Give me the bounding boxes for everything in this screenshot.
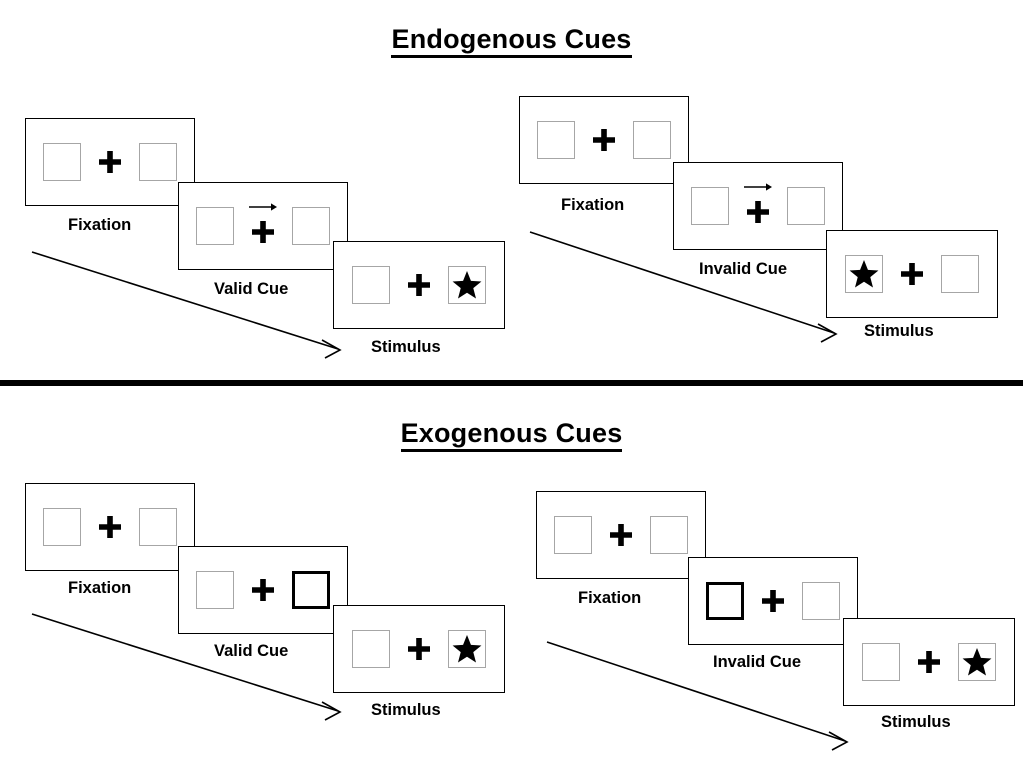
frame-content bbox=[43, 507, 177, 547]
left-placeholder-box bbox=[862, 643, 900, 681]
fixation-cross bbox=[95, 142, 125, 182]
left-placeholder-box bbox=[537, 121, 575, 159]
caption-exogenous-valid-fixation: Fixation bbox=[68, 579, 132, 597]
caption-endogenous-invalid-fixation: Fixation bbox=[561, 196, 625, 214]
flow-arrow-exogenous-invalid bbox=[546, 641, 849, 751]
arrow-right-icon bbox=[249, 203, 277, 211]
plus-icon bbox=[901, 263, 923, 285]
frame-endogenous-invalid-fixation bbox=[519, 96, 689, 184]
fixation-cross bbox=[95, 507, 125, 547]
section-title-exogenous-text: Exogenous Cues bbox=[400, 418, 623, 452]
fixation-cross bbox=[248, 570, 278, 610]
frame-endogenous-valid-stimulus bbox=[333, 241, 505, 329]
frame-exogenous-valid-stimulus bbox=[333, 605, 505, 693]
right-placeholder-box-with-target bbox=[958, 643, 996, 681]
plus-icon bbox=[252, 579, 274, 601]
plus-icon bbox=[408, 274, 430, 296]
caption-exogenous-valid-cue: Valid Cue bbox=[214, 642, 289, 660]
frame-content bbox=[862, 642, 996, 682]
frame-content bbox=[196, 203, 330, 246]
frame-exogenous-valid-cue bbox=[178, 546, 348, 634]
frame-exogenous-valid-fixation bbox=[25, 483, 195, 571]
frame-endogenous-invalid-cue bbox=[673, 162, 843, 250]
frame-content bbox=[706, 581, 840, 621]
right-placeholder-box bbox=[139, 508, 177, 546]
left-placeholder-box bbox=[691, 187, 729, 225]
star-icon bbox=[962, 647, 992, 676]
left-placeholder-box bbox=[196, 207, 234, 245]
fixation-cross bbox=[914, 642, 944, 682]
fixation-cross-with-cue bbox=[248, 203, 278, 246]
right-placeholder-box bbox=[292, 207, 330, 245]
left-placeholder-box bbox=[43, 508, 81, 546]
frame-content bbox=[554, 515, 688, 555]
right-placeholder-box bbox=[802, 582, 840, 620]
flow-arrow-endogenous-valid bbox=[31, 251, 342, 359]
frame-content bbox=[845, 254, 979, 294]
right-placeholder-box bbox=[787, 187, 825, 225]
left-placeholder-box-cued bbox=[706, 582, 744, 620]
fixation-cross bbox=[404, 265, 434, 305]
right-placeholder-box-with-target bbox=[448, 630, 486, 668]
frame-content bbox=[43, 142, 177, 182]
plus-icon bbox=[99, 151, 121, 173]
fixation-cross bbox=[606, 515, 636, 555]
section-title-endogenous-text: Endogenous Cues bbox=[391, 24, 632, 58]
frame-content bbox=[691, 183, 825, 226]
left-placeholder-box bbox=[352, 266, 390, 304]
right-placeholder-box-with-target bbox=[448, 266, 486, 304]
left-placeholder-box bbox=[43, 143, 81, 181]
star-icon bbox=[849, 259, 879, 288]
caption-endogenous-invalid-stimulus: Stimulus bbox=[864, 322, 934, 340]
frame-endogenous-valid-cue bbox=[178, 182, 348, 270]
frame-content bbox=[352, 265, 486, 305]
plus-icon bbox=[593, 129, 615, 151]
right-placeholder-box bbox=[650, 516, 688, 554]
plus-icon bbox=[747, 201, 769, 223]
left-placeholder-box bbox=[352, 630, 390, 668]
section-title-exogenous: Exogenous Cues bbox=[0, 418, 1023, 452]
fixation-cross bbox=[758, 581, 788, 621]
right-placeholder-box bbox=[139, 143, 177, 181]
caption-endogenous-valid-cue: Valid Cue bbox=[214, 280, 289, 298]
plus-icon bbox=[252, 221, 274, 243]
right-placeholder-box-cued bbox=[292, 571, 330, 609]
plus-icon bbox=[99, 516, 121, 538]
plus-icon bbox=[762, 590, 784, 612]
caption-endogenous-valid-fixation: Fixation bbox=[68, 216, 132, 234]
caption-exogenous-invalid-stimulus: Stimulus bbox=[881, 713, 951, 731]
left-placeholder-box-with-target bbox=[845, 255, 883, 293]
fixation-cross-with-cue bbox=[743, 183, 773, 226]
plus-icon bbox=[610, 524, 632, 546]
star-icon bbox=[452, 270, 482, 299]
left-placeholder-box bbox=[196, 571, 234, 609]
caption-exogenous-invalid-fixation: Fixation bbox=[578, 589, 642, 607]
fixation-cross bbox=[897, 254, 927, 294]
frame-exogenous-invalid-stimulus bbox=[843, 618, 1015, 706]
caption-endogenous-valid-stimulus: Stimulus bbox=[371, 338, 441, 356]
arrow-right-icon bbox=[744, 183, 772, 191]
right-placeholder-box bbox=[941, 255, 979, 293]
frame-content bbox=[537, 120, 671, 160]
flow-arrow-exogenous-valid bbox=[31, 613, 342, 721]
caption-exogenous-valid-stimulus: Stimulus bbox=[371, 701, 441, 719]
frame-endogenous-valid-fixation bbox=[25, 118, 195, 206]
caption-exogenous-invalid-cue: Invalid Cue bbox=[713, 653, 802, 671]
fixation-cross bbox=[589, 120, 619, 160]
caption-endogenous-invalid-cue: Invalid Cue bbox=[699, 260, 788, 278]
frame-exogenous-invalid-fixation bbox=[536, 491, 706, 579]
section-title-endogenous: Endogenous Cues bbox=[0, 24, 1023, 58]
star-icon bbox=[452, 634, 482, 663]
right-placeholder-box bbox=[633, 121, 671, 159]
frame-content bbox=[196, 570, 330, 610]
section-divider bbox=[0, 380, 1023, 386]
frame-endogenous-invalid-stimulus bbox=[826, 230, 998, 318]
frame-content bbox=[352, 629, 486, 669]
frame-exogenous-invalid-cue bbox=[688, 557, 858, 645]
plus-icon bbox=[408, 638, 430, 660]
fixation-cross bbox=[404, 629, 434, 669]
plus-icon bbox=[918, 651, 940, 673]
left-placeholder-box bbox=[554, 516, 592, 554]
flow-arrow-endogenous-invalid bbox=[529, 231, 838, 343]
